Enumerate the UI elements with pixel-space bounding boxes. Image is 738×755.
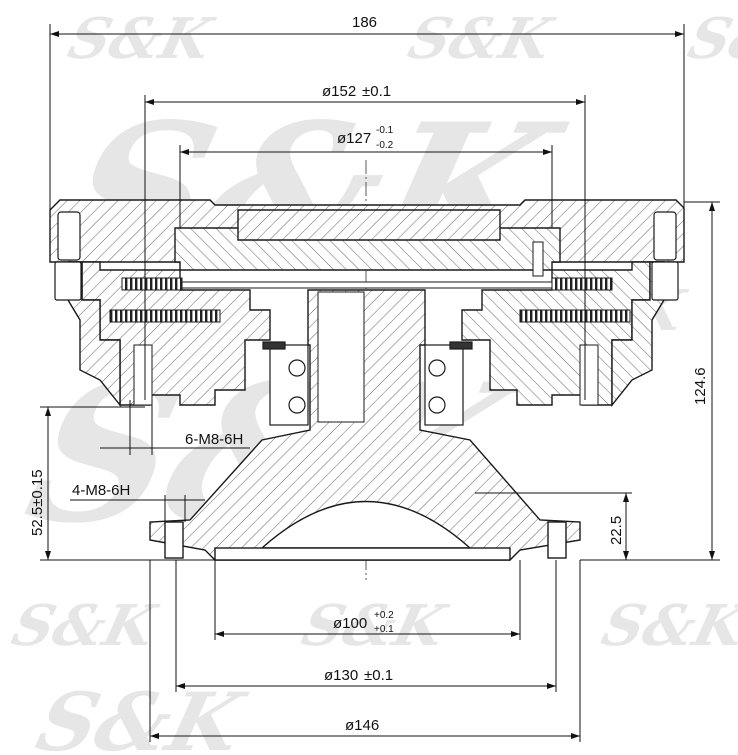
base-bolt-right — [547, 521, 567, 559]
fin-row-lower-left — [109, 309, 221, 323]
housing-lower-right-wall — [611, 261, 665, 407]
base-flange-bottom — [214, 547, 511, 561]
fin-band — [181, 281, 553, 289]
top-dome — [237, 209, 501, 241]
seal-right — [449, 341, 473, 350]
watermark-text: S&K — [596, 594, 738, 659]
bolt-left-nut — [54, 261, 82, 301]
dimension-lines — [40, 24, 720, 742]
pin-right — [532, 241, 544, 277]
watermark-text: S&K — [296, 594, 454, 659]
seal-left — [262, 341, 286, 350]
label-d127-lower: -0.2 — [376, 140, 394, 151]
fin-row-upper-left — [121, 277, 183, 291]
watermark-text: S&K — [402, 7, 560, 72]
hole-left — [133, 344, 153, 406]
base-bolt-left — [164, 521, 184, 559]
watermark-text: S&K — [6, 594, 164, 659]
label-d146: ø146 — [345, 717, 379, 734]
bolt-right-nut — [651, 261, 679, 301]
bearing-right-housing — [424, 344, 464, 426]
dimension-labels: 186 ø152 ±0.1 ø127 -0.1 -0.2 124.6 22.5 … — [29, 14, 709, 734]
label-d130-tol: ±0.1 — [364, 667, 393, 684]
shaft-base — [149, 289, 581, 561]
fin-row-lower-right — [519, 309, 631, 323]
label-d100-lower: +0.1 — [374, 624, 394, 635]
flange-bolts — [54, 211, 679, 301]
watermark-text: S&K — [62, 7, 220, 72]
base-dome-recess — [260, 500, 472, 549]
label-overall-width: 186 — [352, 14, 377, 31]
shaft-core — [317, 291, 365, 423]
label-d100-upper: +0.2 — [374, 610, 394, 621]
fin-row-upper-right — [551, 277, 613, 291]
label-d152-tol: ±0.1 — [362, 83, 391, 100]
label-d127-upper: -0.1 — [376, 125, 394, 136]
watermark-text: S&K — [28, 676, 254, 755]
ball-right-lower — [428, 396, 446, 414]
ball-left-upper — [288, 359, 306, 377]
housing — [49, 199, 685, 407]
bolt-right — [653, 211, 677, 261]
ball-right-upper — [428, 359, 446, 377]
watermark-text: S&K — [682, 7, 738, 72]
ball-left-lower — [288, 396, 306, 414]
label-thread-4: 4-M8-6H — [72, 482, 130, 499]
bearing-left-housing — [269, 344, 309, 426]
label-height-22: 22.5 — [608, 516, 625, 545]
label-d152-prefix: ø152 — [322, 83, 356, 100]
bearing-assembly — [262, 341, 473, 426]
label-d127-prefix: ø127 — [337, 130, 371, 147]
label-d100-prefix: ø100 — [333, 615, 367, 632]
bolt-left — [57, 211, 81, 261]
label-height-total: 124.6 — [692, 367, 709, 405]
label-d130-prefix: ø130 — [324, 667, 358, 684]
hole-right — [579, 344, 599, 406]
label-height-52: 52.5±0.15 — [29, 469, 46, 536]
cooling-fins — [109, 277, 631, 323]
label-thread-6: 6-M8-6H — [185, 431, 243, 448]
